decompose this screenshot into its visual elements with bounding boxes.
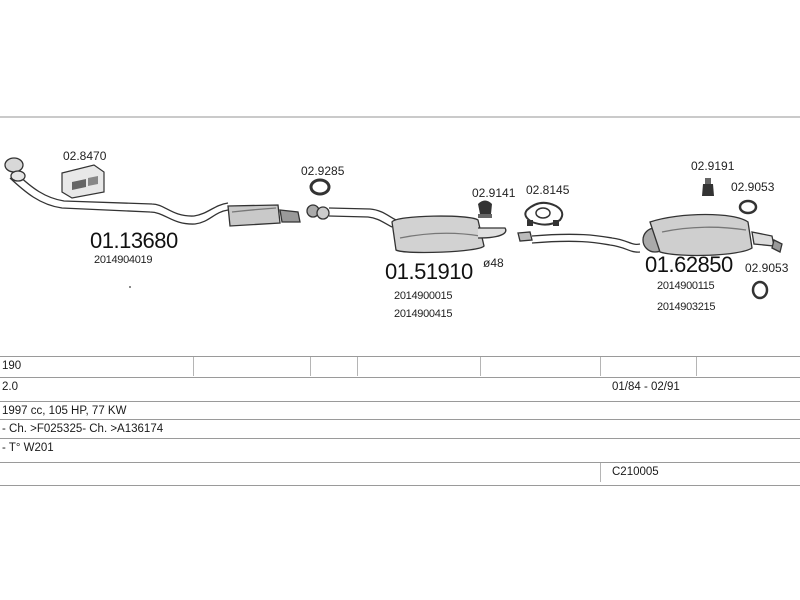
ring-label: 02.9053 [731, 180, 775, 194]
ring-icon [751, 280, 769, 300]
spec-row-code: C210005 [0, 462, 800, 482]
model-value: 190 [2, 360, 22, 372]
downpipe-number: 01.13680 [90, 228, 178, 253]
rear-silencer-number: 01.62850 [645, 252, 733, 277]
rear-silencer-part [517, 213, 783, 257]
kit-label: 02.8470 [63, 149, 107, 163]
ring-label: 02.9053 [745, 261, 789, 275]
spec-row-model: 190 [0, 356, 800, 376]
type-value: - T° W201 [2, 442, 54, 454]
spec-row-chassis: - Ch. >F025325- Ch. >A136174 [0, 419, 800, 439]
middle-silencer-oem: 2014900015 [394, 290, 452, 302]
fitting-kit-icon [61, 164, 105, 199]
downpipe-oem: 2014904019 [94, 254, 152, 266]
clamp-label: 02.9141 [472, 186, 516, 200]
rubber-hanger-icon [524, 201, 564, 226]
spec-row-engine: 2.0 01/84 - 02/91 [0, 377, 800, 397]
clamp-icon [478, 200, 492, 218]
code-value: C210005 [612, 466, 659, 478]
rear-silencer-oem: 2014903215 [657, 301, 715, 313]
middle-silencer-part [306, 204, 507, 254]
pipe-diameter: ø48 [483, 256, 504, 270]
middle-silencer-oem: 2014900415 [394, 308, 452, 320]
gasket-icon [309, 178, 331, 196]
hanger-label: 02.8145 [526, 183, 570, 197]
middle-silencer-number: 01.51910 [385, 259, 473, 284]
spec-row-power: 1997 cc, 105 HP, 77 KW [0, 401, 800, 421]
ring-icon [738, 199, 758, 215]
chassis-value: - Ch. >F025325- Ch. >A136174 [2, 423, 164, 435]
rubber-mount-icon [702, 178, 714, 196]
rear-silencer-oem: 2014900115 [657, 280, 715, 292]
engine-value: 2.0 [2, 381, 18, 393]
gasket-label: 02.9285 [301, 164, 345, 178]
rubber-label: 02.9191 [691, 159, 735, 173]
spec-table-bottom [0, 485, 800, 486]
power-value: 1997 cc, 105 HP, 77 KW [2, 405, 127, 417]
downpipe-part [4, 157, 301, 227]
spec-row-type: - T° W201 [0, 438, 800, 458]
years-value: 01/84 - 02/91 [612, 381, 680, 393]
